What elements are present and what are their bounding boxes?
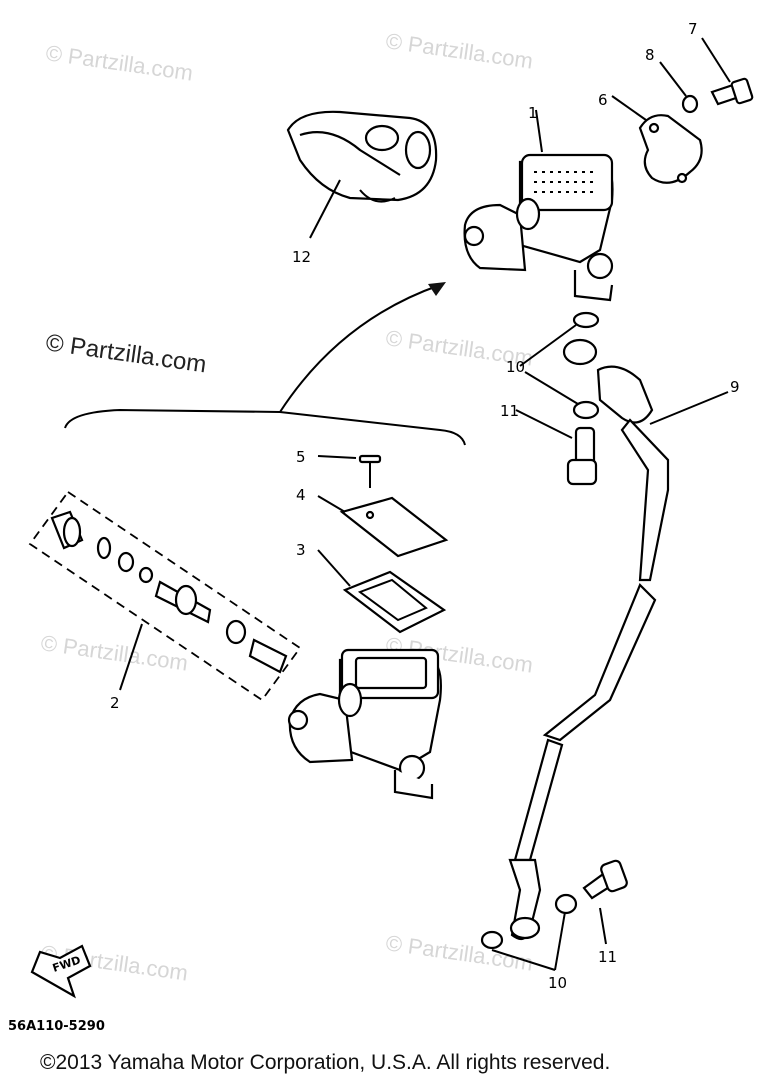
callout-11-upper: 11	[500, 402, 519, 420]
part-3-diaphragm	[342, 570, 447, 634]
watermark: © Partzilla.com	[384, 930, 534, 975]
callout-12: 12	[292, 248, 311, 266]
part-2-piston-kit	[28, 490, 302, 702]
arrowhead-icon	[428, 282, 446, 296]
copyright-notice: ©2013 Yamaha Motor Corporation, U.S.A. A…	[40, 1051, 610, 1074]
watermark-layer: © Partzilla.com © Partzilla.com © Partzi…	[39, 28, 534, 985]
callout-6: 6	[598, 91, 608, 109]
part-11-union-bolt-upper	[566, 426, 598, 486]
callout-10-upper: 10	[506, 358, 525, 376]
callout-5: 5	[296, 448, 306, 466]
watermark: © Partzilla.com	[384, 28, 534, 73]
callout-7: 7	[688, 20, 698, 38]
callout-2: 2	[110, 694, 120, 712]
part-4-hole	[365, 510, 375, 520]
callout-11-lower: 11	[598, 948, 617, 966]
watermark-emphasized: © Partzilla.com	[44, 329, 208, 378]
watermark: © Partzilla.com	[44, 40, 194, 85]
callout-3: 3	[296, 541, 306, 559]
bracket	[64, 408, 466, 446]
part-11-union-bolt-lower	[582, 859, 628, 900]
part-4-cap	[339, 496, 449, 558]
callout-9: 9	[730, 378, 740, 396]
diagram-code: 56A110-5290	[8, 1019, 105, 1034]
callout-numbers: 1 2 3 4 5 6 7 8 9 10 10 11 11 12	[110, 20, 740, 992]
part-1-master-cylinder	[463, 153, 614, 302]
part-10-gaskets-lower	[480, 893, 578, 950]
callout-8: 8	[645, 46, 655, 64]
callout-4: 4	[296, 486, 306, 504]
part-6-holder	[638, 114, 703, 184]
fwd-arrow-icon: FWD	[30, 944, 92, 999]
callout-1: 1	[528, 104, 538, 122]
callout-10-lower: 10	[548, 974, 567, 992]
part-5-screw	[358, 454, 382, 488]
part-7-bolt	[710, 77, 754, 106]
part-9-brake-hose	[508, 338, 670, 941]
part-8-washer	[681, 94, 699, 114]
master-cylinder-body	[287, 648, 442, 800]
part-10-gaskets-upper	[572, 311, 600, 420]
assembly-arrow	[279, 284, 441, 413]
part-12-cover	[286, 110, 438, 203]
